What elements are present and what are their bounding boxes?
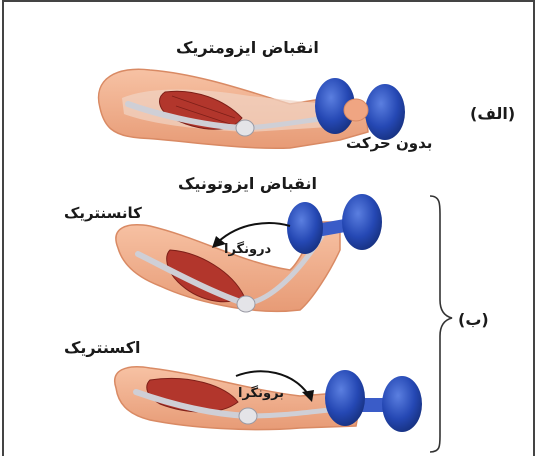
inward-label: درونگرا — [224, 242, 271, 257]
isometric-title: انقباض ایزومتریک — [176, 38, 319, 57]
concentric-label: کانسنتریک — [64, 204, 142, 222]
part-b-label: (ب) — [458, 310, 489, 329]
dumbbell-eccentric — [325, 370, 422, 432]
isotonic-title: انقباض ایزوتونیک — [178, 174, 317, 193]
inward-arrow — [218, 223, 290, 242]
no-motion-label: بدون حرکت — [346, 134, 432, 152]
part-a-label: (الف) — [470, 104, 515, 123]
brace — [430, 196, 452, 452]
outward-label: برونگرا — [238, 386, 284, 401]
eccentric-label: اکسنتریک — [64, 338, 140, 357]
